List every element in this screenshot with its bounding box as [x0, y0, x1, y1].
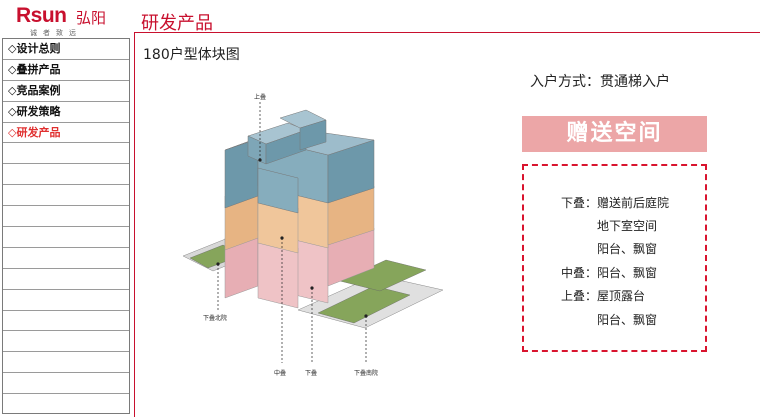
logo-brand-text: Rsun — [16, 4, 67, 27]
page-title: 研发产品 — [141, 13, 213, 34]
entry-method-text: 入户方式：贯通梯入户 — [530, 74, 670, 90]
logo-chinese-text: 弘阳 — [76, 9, 107, 27]
label-upper: 上叠 — [254, 93, 266, 101]
leader-middle-dot — [280, 236, 284, 240]
leader-lower-dot — [310, 286, 314, 290]
sidebar-empty-row — [3, 227, 129, 248]
leader-south-dot — [364, 314, 368, 318]
bonus-space-banner: 赠送空间 — [522, 116, 707, 152]
bonus-row: 中叠： 阳台、飘窗 — [524, 264, 705, 286]
sidebar-empty-row — [3, 185, 129, 207]
header-divider — [134, 32, 760, 33]
bonus-value: 赠送前后庭院 — [597, 196, 670, 210]
roof-box2-right — [299, 119, 327, 151]
sidebar-empty-row — [3, 248, 129, 269]
label-middle: 中叠 — [274, 369, 286, 377]
bonus-space-list: 下叠： 赠送前后庭院 地下室空间 阳台、飘窗 中叠： 阳台、飘窗 上叠： 屋顶露… — [522, 164, 707, 352]
sidebar-empty-row — [3, 206, 129, 228]
sidebar-empty-row — [3, 143, 129, 165]
sidebar-item-competitor-cases[interactable]: ◇竞品案例 — [3, 81, 129, 102]
section-subtitle: 180户型体块图 — [143, 47, 240, 63]
bonus-value: 屋顶露台 — [597, 289, 646, 303]
sidebar-empty-row — [3, 311, 129, 332]
bonus-row: 阳台、飘窗 — [524, 311, 705, 333]
building-massing-diagram: 上叠 下叠北院 中叠 下叠 下叠南院 — [178, 88, 448, 383]
massing-svg: 上叠 下叠北院 中叠 下叠 下叠南院 — [182, 93, 444, 377]
sidebar-empty-row — [3, 290, 129, 311]
south-garden — [317, 285, 411, 324]
brand-logo: Rsun 弘阳 诚者致远 — [14, 4, 124, 38]
bonus-row: 上叠： 屋顶露台 — [524, 287, 705, 309]
bonus-value: 阳台、飘窗 — [597, 313, 658, 327]
bonus-value: 地下室空间 — [597, 219, 658, 233]
logo-slogan: 诚者致远 — [30, 29, 82, 37]
bonus-category: 下叠： — [560, 196, 597, 210]
sidebar-empty-row — [3, 331, 129, 353]
sidebar-item-stacked-products[interactable]: ◇叠拼产品 — [3, 60, 129, 81]
bonus-row: 下叠： 赠送前后庭院 — [524, 194, 705, 216]
sidebar-item-rd-strategy[interactable]: ◇研发策略 — [3, 102, 129, 123]
bonus-value: 阳台、飘窗 — [597, 266, 658, 280]
bonus-row: 阳台、飘窗 — [524, 240, 705, 262]
roof-box-right — [265, 129, 307, 165]
sidebar-empty-row — [3, 352, 129, 374]
sidebar-item-rd-products[interactable]: ◇研发产品 — [3, 123, 129, 144]
bonus-category: 中叠： — [560, 266, 597, 280]
bonus-category: 上叠： — [560, 289, 597, 303]
sidebar-empty-row — [3, 164, 129, 186]
sidebar-nav: ◇设计总则 ◇叠拼产品 ◇竞品案例 ◇研发策略 ◇研发产品 — [2, 38, 130, 414]
sidebar-empty-row — [3, 373, 129, 395]
bonus-row: 地下室空间 — [524, 217, 705, 239]
leader-upper-dot — [258, 158, 262, 162]
sidebar-empty-row — [3, 269, 129, 290]
sidebar-divider — [134, 33, 135, 417]
bonus-value: 阳台、飘窗 — [597, 242, 658, 256]
leader-north-dot — [216, 262, 220, 266]
label-north-garden: 下叠北院 — [203, 314, 227, 322]
upper-front-block — [257, 167, 299, 214]
sidebar-item-design-principles[interactable]: ◇设计总则 — [3, 39, 129, 60]
label-south-garden: 下叠南院 — [354, 369, 378, 377]
label-lower: 下叠 — [305, 370, 317, 377]
